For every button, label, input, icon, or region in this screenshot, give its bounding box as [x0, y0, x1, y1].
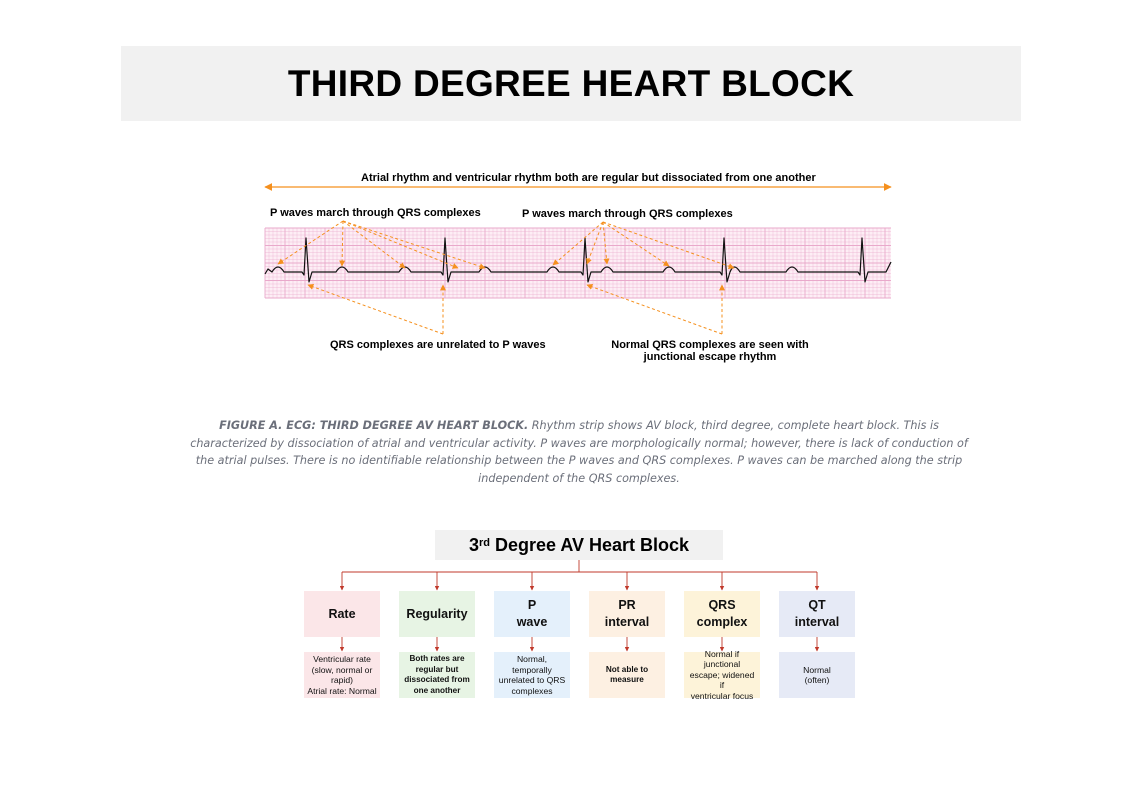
description-line: one another: [413, 685, 461, 695]
description-line: regular but: [415, 664, 459, 674]
description-line: measure: [610, 675, 644, 684]
annotation-arrow: [277, 220, 344, 265]
annotation-arrow: [586, 221, 604, 265]
description-line: Not able to: [605, 664, 649, 674]
category-box-pr-interval: PR interval: [589, 591, 665, 637]
caption-text: Rhythm strip shows AV block, third degre…: [190, 419, 968, 485]
annotation-arrow: [602, 221, 670, 267]
category-label: PR: [618, 598, 636, 612]
page-title: THIRD DEGREE HEART BLOCK: [287, 62, 855, 104]
rhythm-label: Atrial rhythm and ventricular rhythm bot…: [361, 172, 816, 184]
description-line: dissociated from: [404, 675, 470, 684]
category-box-rate: Rate: [304, 591, 380, 637]
flowchart-title-main: 3: [468, 534, 479, 555]
description-line: Normal if junctional: [703, 648, 741, 670]
category-box-qrs-complex: QRS complex: [684, 591, 760, 637]
caption-heading: FIGURE A. ECG: THIRD DEGREE AV HEART BLO…: [219, 419, 529, 432]
p-wave-label-right: P waves march through QRS complexes: [522, 208, 733, 220]
category-label: Rate: [328, 606, 356, 621]
description-line: Normal, temporally: [512, 654, 552, 675]
title-band: THIRD DEGREE HEART BLOCK: [121, 46, 1021, 121]
annotation-arrow: [339, 220, 346, 267]
category-label: QT: [808, 598, 826, 612]
description-line: escape; widened if: [689, 669, 755, 691]
qrs-label-right-line2: junctional escape rhythm: [643, 351, 777, 363]
ecg-trace: [264, 237, 892, 283]
category-label: QRS: [708, 598, 736, 612]
p-wave-label-left: P waves march through QRS complexes: [270, 207, 481, 219]
annotation-arrow: [586, 284, 723, 335]
description-line: Normal: [803, 664, 831, 675]
flowchart-title-sup: rd: [478, 537, 490, 549]
description-line: (slow, normal or: [311, 664, 373, 675]
description-line: ventricular focus: [690, 690, 754, 701]
ecg-annotations: [277, 220, 735, 335]
annotation-arrow: [602, 221, 610, 265]
description-line: Ventricular rate: [313, 654, 371, 664]
flowchart-title-rest: Degree AV Heart Block: [489, 534, 690, 555]
category-label-line2: wave: [516, 615, 548, 629]
annotation-arrow: [342, 220, 459, 269]
annotation-arrow: [307, 284, 444, 335]
qrs-label-right-line1: Normal QRS complexes are seen with: [611, 339, 809, 351]
category-label-line2: interval: [794, 615, 840, 629]
category-label: Regularity: [406, 606, 468, 621]
description-line: complexes: [511, 685, 553, 696]
category-box-qt-interval: QT interval: [779, 591, 855, 637]
description-line: Both rates are: [409, 654, 465, 663]
description-line: unrelated to QRS: [498, 675, 566, 685]
description-line: Atrial rate: Normal: [307, 685, 377, 696]
description-line: (often): [804, 675, 830, 685]
category-label-line2: complex: [696, 615, 748, 629]
qrs-label-left: QRS complexes are unrelated to P waves: [330, 339, 546, 351]
annotation-arrow: [602, 221, 735, 270]
qrs-label-right: Normal QRS complexes are seen with junct…: [600, 339, 820, 363]
description-line: rapid): [331, 675, 353, 685]
ecg-strip-diagram: [264, 183, 892, 335]
category-label-line2: interval: [604, 615, 650, 629]
category-label: P: [527, 598, 537, 612]
category-box-regularity: Regularity: [399, 591, 475, 637]
description-box-qt-interval: Normal(often): [779, 652, 855, 698]
annotation-arrow: [342, 220, 486, 270]
figure-caption: FIGURE A. ECG: THIRD DEGREE AV HEART BLO…: [186, 417, 972, 487]
annotation-arrow: [342, 220, 406, 269]
